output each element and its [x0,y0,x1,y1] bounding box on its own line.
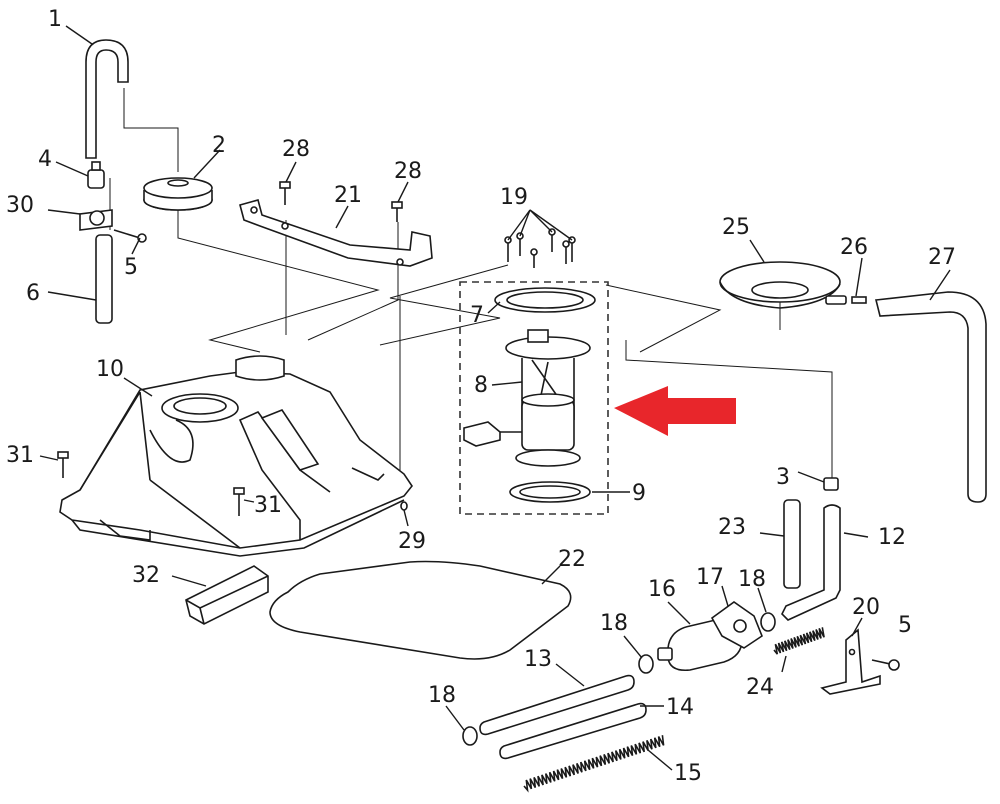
part-bolt-left [279,181,291,205]
callout-29: 29 [398,529,426,554]
pump-assembly-box [459,281,609,515]
part-hose-clamp-a [760,612,776,632]
part-mat [269,560,572,660]
highlight-arrow [614,386,736,436]
callout-3: 3 [776,465,790,490]
spring-coil [773,627,825,655]
part-bracket [239,199,433,267]
callout-31-left: 31 [6,443,34,468]
callout-14: 14 [666,695,694,720]
assembly-guide-lines [109,88,833,498]
callout-31-mid: 31 [254,493,282,518]
callout-30: 30 [6,193,34,218]
part-spring-small [773,627,825,655]
callout-21: 21 [334,183,362,208]
part-hose-clamp-b [638,654,654,674]
part-gasket-top [494,287,596,313]
callout-5-left: 5 [124,255,138,280]
callout-26: 26 [840,235,868,260]
callout-32: 32 [132,563,160,588]
callout-24: 24 [746,675,774,700]
part-screw-right [871,659,900,671]
part-tank-bolt-left [57,451,69,478]
callout-4: 4 [38,147,52,172]
callout-17: 17 [696,565,724,590]
part-gasket-bottom [509,481,591,503]
part-bolt-right [391,201,403,222]
callout-1: 1 [48,7,62,32]
leader-lines [39,25,951,771]
spring-coil [523,735,665,793]
callout-23: 23 [718,515,746,540]
part-mount-bracket [820,628,881,695]
part-hose-13 [479,674,635,736]
callout-12: 12 [878,525,906,550]
part-vent-tube [85,39,129,159]
part-tank-cap [143,177,213,211]
part-bent-pipe [781,504,841,621]
callout-labels: 1 2 3 4 5 5 6 7 8 9 10 12 13 14 15 16 17… [6,7,956,786]
part-small-cap [823,477,839,491]
callout-18-right: 18 [738,567,766,592]
callout-10: 10 [96,357,124,382]
callout-6: 6 [26,281,40,306]
callout-13: 13 [524,647,552,672]
callout-9: 9 [632,481,646,506]
part-tank-bolt-mid [233,487,245,516]
callout-16: 16 [648,577,676,602]
part-drain-pipe [875,291,987,503]
part-fitting [87,161,105,189]
callout-8: 8 [474,373,488,398]
callout-22: 22 [558,547,586,572]
callout-28-left: 28 [282,137,310,162]
part-hose-clamp-c [462,726,478,746]
callout-25: 25 [722,215,750,240]
part-clamp [79,209,113,231]
callout-2: 2 [212,133,226,158]
part-screw-left [113,229,147,243]
part-pin [400,501,408,511]
part-rubber-pad [185,565,269,625]
part-filter-bracket [710,601,763,649]
part-fuel-tank [59,355,413,557]
callout-18-bottom: 18 [428,683,456,708]
part-hose-left [95,234,113,324]
part-short-pipe [783,499,801,589]
part-funnel [719,261,841,309]
callout-27: 27 [928,245,956,270]
part-spring-long [523,735,665,793]
callout-28-right: 28 [394,159,422,184]
callout-19: 19 [500,185,528,210]
callout-5-right: 5 [898,613,912,638]
part-nozzle [825,295,867,305]
part-screw-set [504,228,576,268]
callout-18-mid: 18 [600,611,628,636]
callout-15: 15 [674,761,702,786]
part-fuel-pump-module [463,329,591,467]
callout-7: 7 [470,303,484,328]
callout-20: 20 [852,595,880,620]
